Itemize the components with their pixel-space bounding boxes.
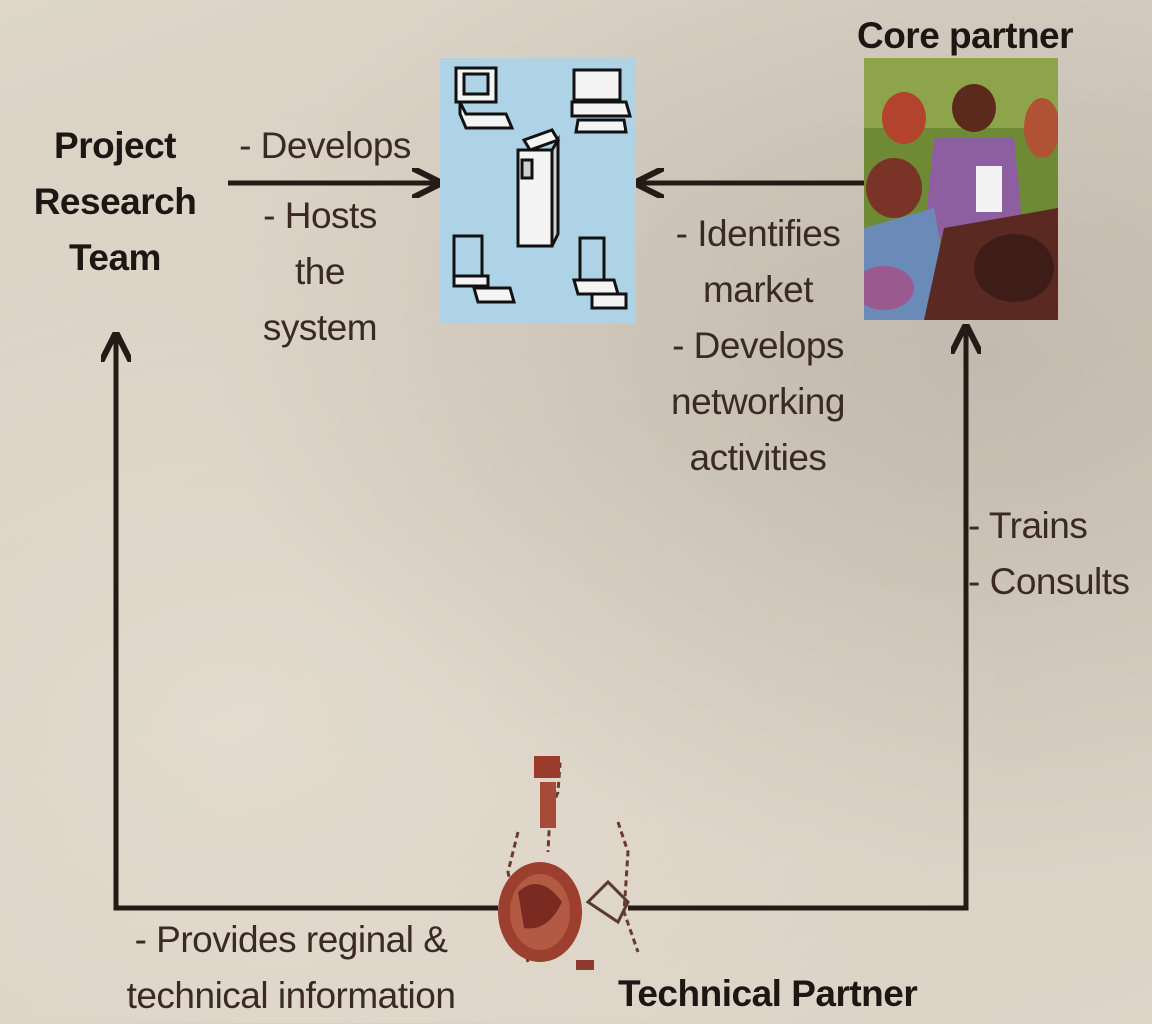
technical-to-team-label: - Provides reginal & technical informati… [126,919,456,1016]
people-meeting-image [864,58,1058,320]
team-to-system-label: - Develops [239,125,411,166]
terminal-bottom-right [572,236,628,310]
hosts-system-label: - Hosts the system [262,195,378,348]
core-partner-label: Core partner [856,15,1074,56]
project-research-team-label: Project Research Team [33,125,197,278]
terminal-top-right [570,68,632,134]
computer-network-icon [440,58,636,324]
core-to-system-label: - Identifies market - Develops networkin… [671,213,845,478]
terminal-top-left [454,66,515,130]
arrow-technical-to-team [116,338,498,911]
worker-with-globe-image [488,752,658,984]
terminal-bottom-left [452,234,516,304]
server-tower [516,128,561,248]
technical-to-core-label: - Trains - Consults [968,505,1130,602]
arrow-technical-to-core [628,330,966,911]
technical-partner-label: Technical Partner [618,973,918,1014]
